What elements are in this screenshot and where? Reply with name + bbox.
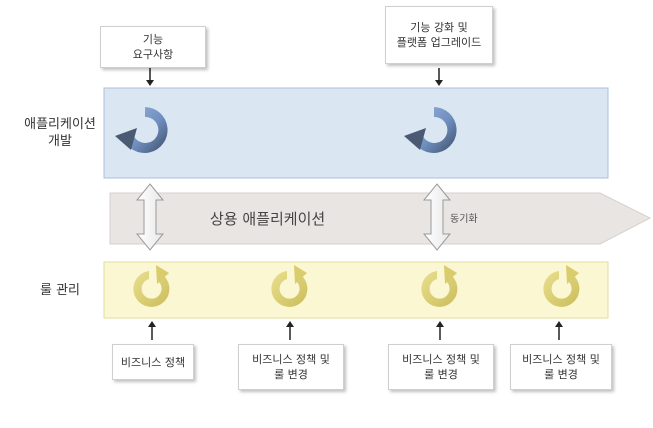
label-line: 룰 관리: [39, 283, 80, 298]
cycle-arrow-icon: [115, 107, 168, 153]
up-arrow-icon: [555, 321, 563, 340]
label-line: 개발: [48, 134, 72, 149]
double-arrow-icon: [135, 183, 165, 251]
box-line: 룰 변경: [424, 368, 458, 381]
down-arrow-icon: [435, 68, 443, 86]
box-line: 비즈니스 정책: [120, 355, 186, 369]
up-arrow-icon: [286, 321, 294, 340]
sync-label: 동기화: [450, 214, 478, 225]
cycle-arrow-icon: [421, 265, 458, 307]
box-line: 요구사항: [132, 48, 174, 61]
up-arrow-icon: [148, 321, 156, 340]
business-policy-rule-change-box: 비즈니스 정책 및 룰 변경: [238, 344, 344, 390]
box-line: 기능: [142, 33, 164, 46]
commercial-app-label: 상용 애플리케이션: [210, 210, 326, 228]
label-line: 애플리케이션: [24, 117, 96, 132]
box-line: 비즈니스 정책 및: [252, 353, 330, 366]
box-line: 비즈니스 정책 및: [402, 353, 480, 366]
enhancement-upgrade-box: 기능 강화 및 플랫폼 업그레이드: [385, 6, 493, 64]
box-line: 플랫폼 업그레이드: [396, 36, 482, 49]
rule-mgmt-label: 룰 관리: [18, 282, 102, 299]
feature-requirements-box: 기능 요구사항: [100, 26, 206, 68]
box-line: 기능 강화 및: [410, 21, 468, 34]
box-line: 비즈니스 정책 및: [522, 353, 600, 366]
app-dev-band: [103, 87, 609, 179]
business-policy-rule-change-box: 비즈니스 정책 및 룰 변경: [388, 344, 494, 390]
down-arrow-icon: [146, 68, 154, 86]
box-line: 룰 변경: [544, 368, 578, 381]
app-dev-label: 애플리케이션 개발: [18, 116, 102, 150]
cycle-arrow-icon: [133, 265, 170, 307]
cycle-arrow-icon: [271, 265, 308, 307]
box-line: 룰 변경: [274, 368, 308, 381]
double-arrow-icon: [422, 183, 452, 251]
rule-mgmt-band: [103, 261, 609, 319]
business-policy-box: 비즈니스 정책: [112, 344, 194, 380]
up-arrow-icon: [436, 321, 444, 340]
cycle-arrow-icon: [543, 265, 580, 307]
business-policy-rule-change-box: 비즈니스 정책 및 룰 변경: [510, 344, 612, 390]
cycle-arrow-icon: [404, 107, 457, 153]
commercial-app-arrow: [109, 192, 652, 245]
